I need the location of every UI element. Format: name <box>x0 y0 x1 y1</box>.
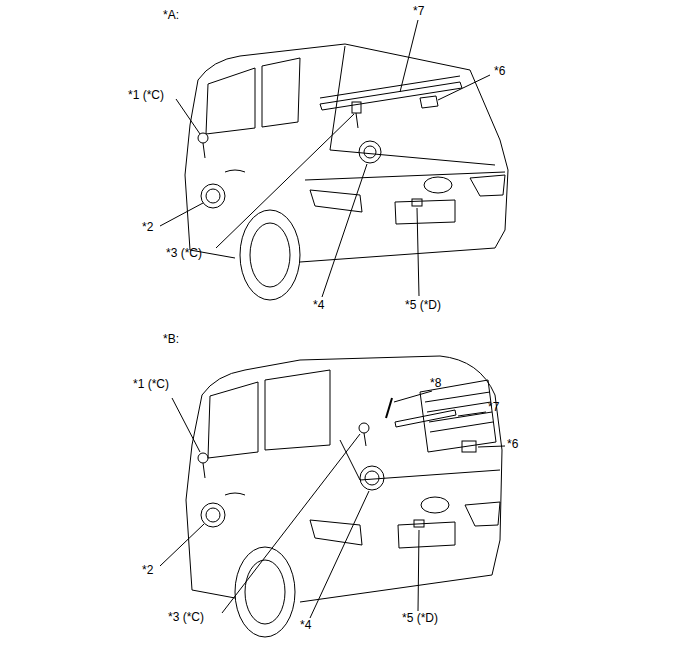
leader-line <box>176 99 200 134</box>
speaker-cone <box>365 471 379 485</box>
callout-number: *2 <box>142 563 153 577</box>
defogger <box>425 392 493 432</box>
camera <box>412 199 422 206</box>
emblem <box>421 497 449 513</box>
callout-number: *1 (*C) <box>133 377 169 391</box>
antenna-strip <box>320 82 462 110</box>
speaker <box>201 503 225 527</box>
callout-number: *8 <box>430 376 441 390</box>
trunk-line <box>305 172 505 180</box>
antenna-rod <box>386 398 392 418</box>
leader-line <box>400 20 418 92</box>
car-a <box>185 44 508 300</box>
door-handle <box>225 493 245 495</box>
callout-number: *5 (*D) <box>402 611 438 625</box>
callout-number: *6 <box>507 437 518 451</box>
hatch-edge <box>330 46 495 165</box>
tweeter <box>352 102 361 113</box>
tail-lamp <box>465 502 500 526</box>
glass-line <box>320 76 460 98</box>
callout-number: *3 (*C) <box>166 246 202 260</box>
car-a-leaders <box>160 20 490 297</box>
door-window <box>206 68 255 134</box>
leader-line <box>458 412 486 416</box>
speaker <box>359 141 381 163</box>
speaker-cone <box>206 508 220 522</box>
speaker <box>201 184 225 208</box>
side-outline <box>185 125 235 258</box>
tweeter <box>359 423 369 433</box>
wire <box>364 433 366 446</box>
car-b-leaders <box>160 391 505 618</box>
leader-line <box>172 398 200 452</box>
door-window <box>208 382 258 458</box>
leader-line <box>222 434 360 613</box>
callout-number: *6 <box>494 64 505 78</box>
wire <box>356 113 358 128</box>
camera <box>414 520 424 527</box>
leader-line <box>417 208 419 296</box>
amplifier <box>420 96 438 108</box>
quarter-window <box>262 58 300 127</box>
leader-line <box>418 530 419 611</box>
callout-number: *2 <box>142 220 153 234</box>
license-plate <box>395 200 455 224</box>
callout-number: *5 (*D) <box>405 298 441 312</box>
car-b <box>186 356 502 637</box>
view-label: *A: <box>163 8 179 22</box>
antenna-strip <box>395 410 456 427</box>
wheel <box>235 547 295 637</box>
side-outline <box>186 445 235 598</box>
leader-line <box>394 391 432 402</box>
amplifier <box>462 441 476 452</box>
wire <box>203 143 205 158</box>
callout-number: *7 <box>413 4 424 18</box>
tweeter <box>198 453 208 463</box>
leader-line <box>310 491 369 618</box>
body-outline <box>192 356 502 602</box>
wheel-rim <box>250 223 290 287</box>
hatch-edge <box>340 440 500 480</box>
callout-number: *4 <box>313 298 324 312</box>
view-label: *B: <box>163 332 179 346</box>
quarter-window <box>265 370 330 450</box>
door-handle <box>225 170 245 172</box>
leader-line <box>438 75 490 100</box>
wire <box>203 463 205 478</box>
callout-number: *4 <box>300 618 311 632</box>
leader-line <box>160 203 203 226</box>
speaker <box>360 466 384 490</box>
license-plate <box>398 522 455 548</box>
leader-line <box>216 114 354 248</box>
emblem <box>424 177 452 193</box>
leader-line <box>322 164 367 297</box>
body-outline <box>190 44 508 262</box>
callout-number: *7 <box>488 400 499 414</box>
callout-number: *1 (*C) <box>128 88 164 102</box>
tweeter <box>198 133 208 143</box>
tail-lamp <box>470 175 505 196</box>
wheel-rim <box>245 560 285 624</box>
leader-line <box>478 446 505 447</box>
speaker-cone <box>206 189 220 203</box>
callout-number: *3 (*C) <box>168 610 204 624</box>
leader-line <box>160 524 204 566</box>
speaker-cone <box>364 146 376 158</box>
wheel <box>240 210 300 300</box>
